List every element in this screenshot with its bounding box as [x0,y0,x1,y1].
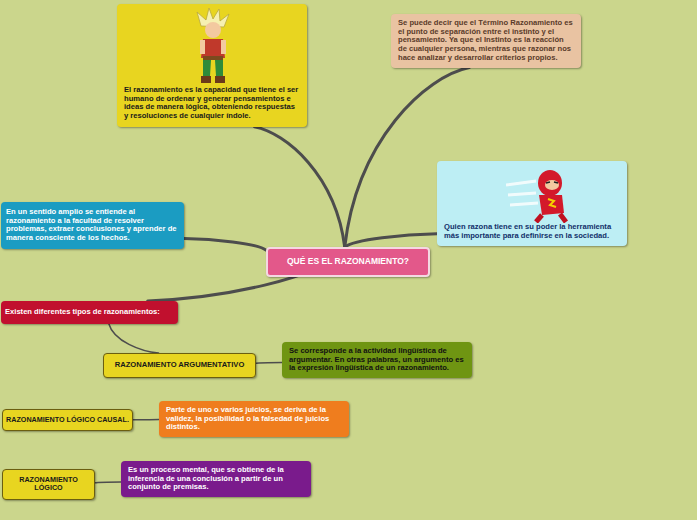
node-text: En un sentido amplio se entiende al razo… [6,208,179,243]
node-text: RAZONAMIENTO LÓGICO CAUSAL. [6,416,129,424]
branch-line [109,324,159,353]
definition-box: Es un proceso mental, que se obtiene de … [121,461,311,497]
node-text: QUÉ ES EL RAZONAMIENTO? [274,257,422,267]
idea-box: El razonamiento es la capacidad que tien… [117,4,307,127]
branch-line [255,127,345,247]
node-text: RAZONAMIENTO LÓGICO [6,476,91,493]
character-illustration [506,165,576,223]
node-text: RAZONAMIENTO ARGUMENTATIVO [108,361,251,370]
central-topic: QUÉ ES EL RAZONAMIENTO? [266,247,430,277]
node-text: Se corresponde a la actividad lingüístic… [289,347,465,373]
node-text: El razonamiento es la capacidad que tien… [124,86,301,121]
type-box: RAZONAMIENTO LÓGICO CAUSAL. [2,409,133,431]
branch-line [95,481,121,483]
idea-box: Se puede decir que el Término Razonamien… [391,14,581,68]
character-illustration [191,8,235,86]
branch-line [184,238,266,250]
definition-box: Se corresponde a la actividad lingüístic… [282,342,472,378]
type-box: RAZONAMIENTO LÓGICO [2,469,95,500]
type-box: RAZONAMIENTO ARGUMENTATIVO [103,353,256,378]
branch-line [256,362,282,364]
node-text: Es un proceso mental, que se obtiene de … [128,466,304,492]
node-text: Quien razona tiene en su poder la herram… [444,223,620,240]
node-text: Parte de uno o varios juicios, se deriva… [166,406,342,432]
branch-line [345,234,437,247]
definition-box: Parte de uno o varios juicios, se deriva… [159,401,349,437]
idea-box: Quien razona tiene en su poder la herram… [437,161,627,246]
node-text: Se puede decir que el Término Razonamien… [398,19,574,63]
category-box: Existen diferentes tipos de razonamiento… [1,301,178,324]
idea-box: En un sentido amplio se entiende al razo… [1,202,184,249]
node-text: Existen diferentes tipos de razonamiento… [5,308,174,317]
branch-line [133,419,159,421]
